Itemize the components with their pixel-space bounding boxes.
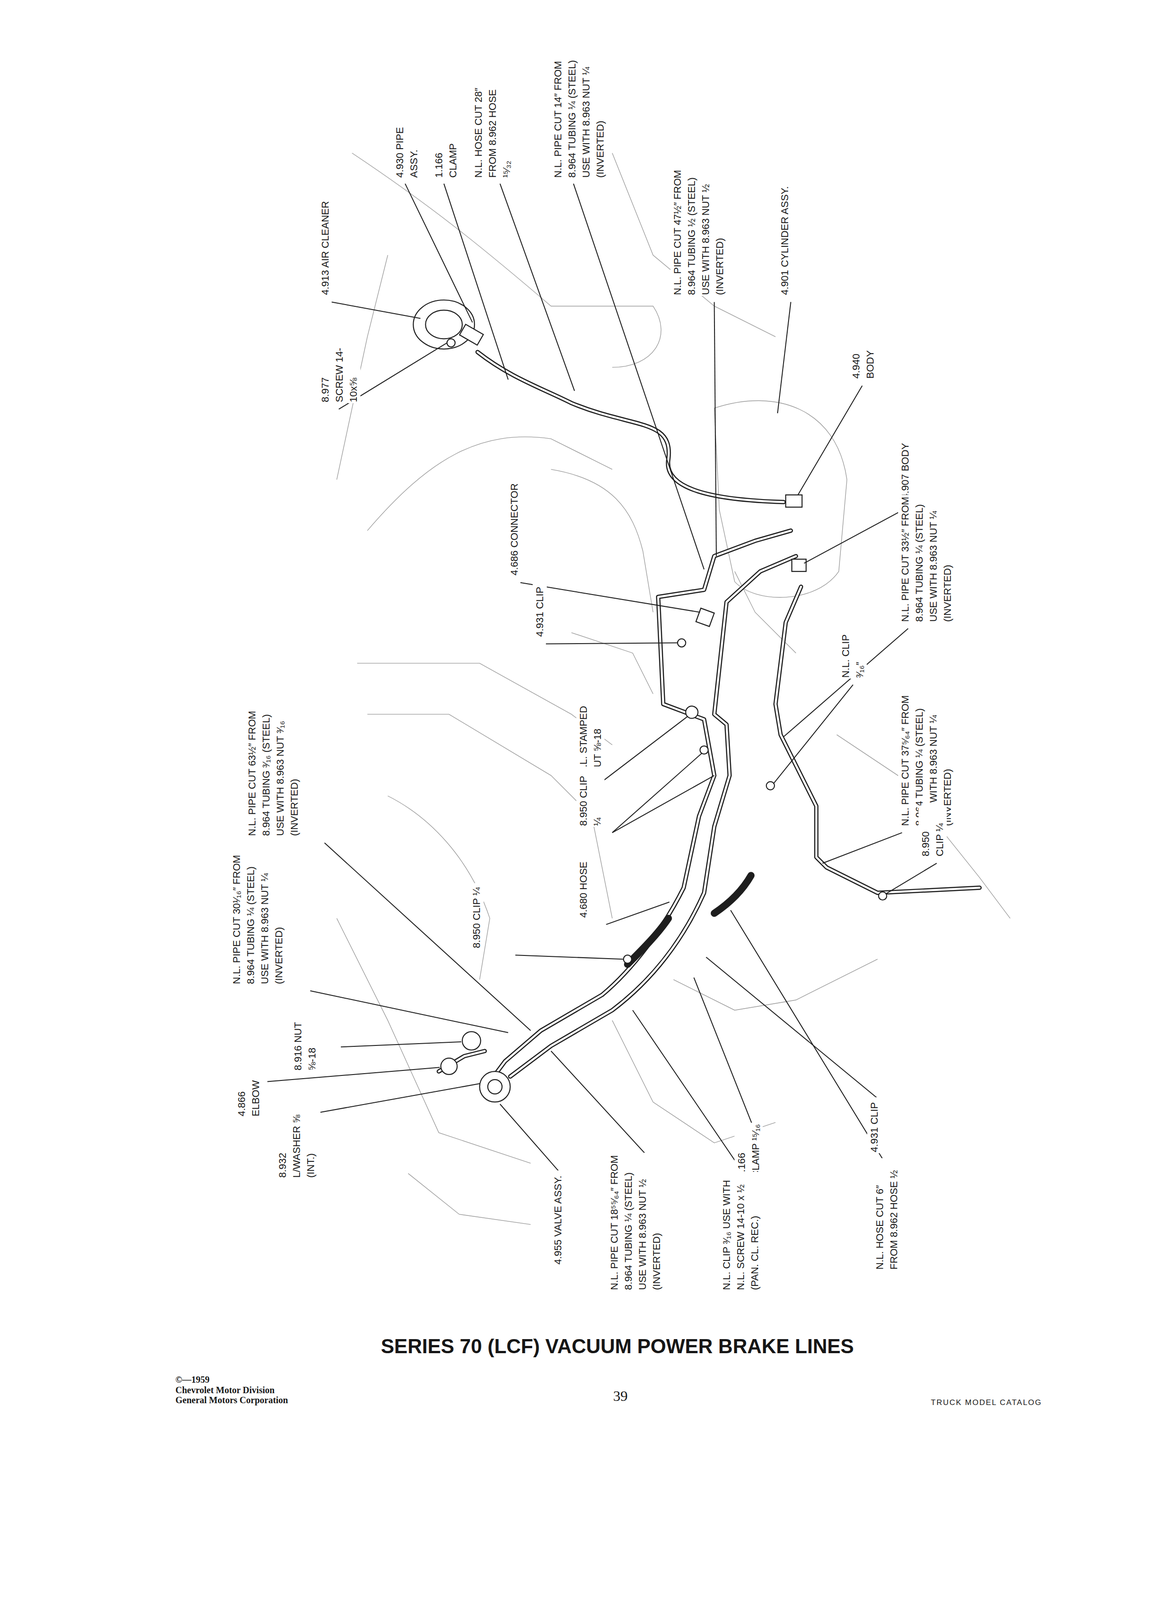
callout-label: 1.166 CLAMP [431, 122, 460, 179]
callout-label: 8.932 L/WASHER ⅝ (INT.) [275, 1107, 318, 1179]
callout-label: 8.950 CLIP ¼ [576, 766, 605, 827]
callout-label: 4.866 ELBOW [234, 1061, 263, 1118]
copyright-line: ©—1959 [175, 1374, 210, 1385]
callout-label: N.L. PIPE CUT 47½″ FROM 8.964 TUBING ½ (… [670, 168, 727, 296]
callout-label: 4.680 HOSE [576, 852, 591, 919]
callout-label: N.L. PIPE CUT 63½″ FROM 8.964 TUBING ³⁄₁… [244, 698, 302, 837]
callout-label: N.L. HOSE CUT 28″ FROM 8.962 HOSE ¹⁵⁄₃₂ [471, 83, 514, 179]
callout-label: 8.916 NUT ⅝-18 [290, 1016, 320, 1072]
callout-label: N.L. PIPE CUT 14″ FROM 8.964 TUBING ¼ (S… [550, 44, 608, 179]
callout-label: 4.907 BODY [898, 441, 913, 500]
callout-label: N.L. STAMPED NUT ⅝-18 [576, 691, 605, 776]
callout-label: 4.930 PIPE ASSY. [392, 98, 421, 179]
callout-label: 1.166 CLAMP ¹⁵⁄₁₆ [734, 1122, 763, 1179]
callout-label: N.L. PIPE CUT 33½″ FROM 8.964 TUBING ¼ (… [898, 494, 955, 623]
callout-label: 4.931 CLIP [867, 1097, 882, 1154]
callout-label: 8.977 SCREW 14-10x⅝ [318, 340, 361, 404]
callout-label: 4.686 CONNECTOR [507, 476, 522, 577]
callout-label: N.L. PIPE CUT 18⁵⁵⁄₆₄″ FROM 8.964 TUBING… [607, 1152, 664, 1291]
callout-label: 4.901 CYLINDER ASSY. [777, 181, 792, 296]
callout-label: N.L. HOSE CUT 6″ FROM 8.962 HOSE ½ [872, 1158, 901, 1271]
catalog-name: TRUCK MODEL CATALOG [930, 1398, 1043, 1408]
callout-label: 8.950 CLIP ¼ [918, 805, 947, 858]
callout-label: 4.940 BODY [849, 325, 878, 380]
callout-label: 8.950 CLIP ¼ [469, 883, 484, 950]
callout-label: N.L. PIPE CUT 30¹⁄₁₆″ FROM 8.964 TUBING … [229, 850, 286, 985]
callout-label: 4.931 CLIP [532, 581, 547, 638]
callout-label: N.L. CLIP ³⁄₁₆ USE WITH N.L. SCREW 14-10… [719, 1171, 762, 1291]
diagram-title: SERIES 70 (LCF) VACUUM POWER BRAKE LINES [380, 1334, 855, 1358]
publisher-line: General Motors Corporation [175, 1394, 289, 1405]
callout-label: N.L. CLIP ³⁄₁₆″ [838, 618, 867, 679]
callout-label: 4.955 VALVE ASSY. [550, 1170, 565, 1266]
callout-label: 4.913 AIR CLEANER [318, 194, 333, 296]
publisher-line: Chevrolet Motor Division [175, 1384, 275, 1395]
page-number: 39 [613, 1387, 628, 1405]
